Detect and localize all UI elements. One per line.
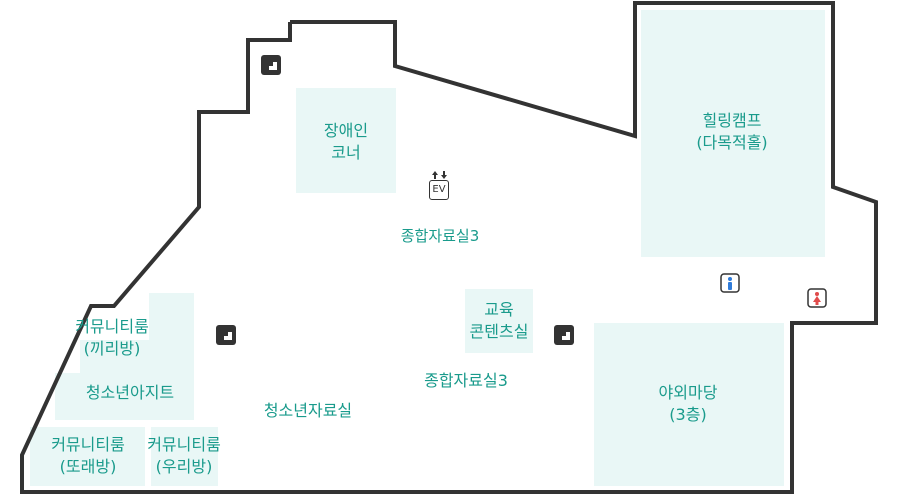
female-restroom-icon xyxy=(807,288,827,312)
community-kkiri-label: 커뮤니티룸(끼리방) xyxy=(75,317,149,358)
youth-hideout-room[interactable] xyxy=(55,373,194,420)
outdoor-yard-area[interactable] xyxy=(594,323,784,486)
edu-content-room[interactable] xyxy=(465,289,533,353)
healing-camp-room[interactable] xyxy=(641,10,825,257)
community-ttorae-label: 커뮤니티룸(또래방) xyxy=(51,435,125,476)
stairs-icon xyxy=(261,55,281,79)
elevator-icon: EV xyxy=(428,170,452,202)
general-library-upper-label: 종합자료실3 xyxy=(400,227,480,245)
youth-library-label: 청소년자료실 xyxy=(263,401,353,420)
elevator-label: EV xyxy=(429,180,449,200)
male-restroom-icon xyxy=(720,273,740,297)
youth-hideout-label: 청소년아지트 xyxy=(85,383,175,402)
community-ttorae-room[interactable] xyxy=(30,427,145,486)
stairs-icon xyxy=(554,325,574,349)
community-kkiri-room-lower xyxy=(80,340,194,373)
healing-camp-label: 힐링캠프(다목적홀) xyxy=(696,111,768,152)
community-uri-label: 커뮤니티룸(우리방) xyxy=(147,435,221,476)
community-uri-room[interactable] xyxy=(151,427,218,486)
general-library-lower-label: 종합자료실3 xyxy=(424,371,508,390)
stairs-icon xyxy=(216,325,236,349)
outdoor-yard-label: 야외마당(3층) xyxy=(658,383,718,424)
disabled-corner-room[interactable] xyxy=(296,88,396,193)
